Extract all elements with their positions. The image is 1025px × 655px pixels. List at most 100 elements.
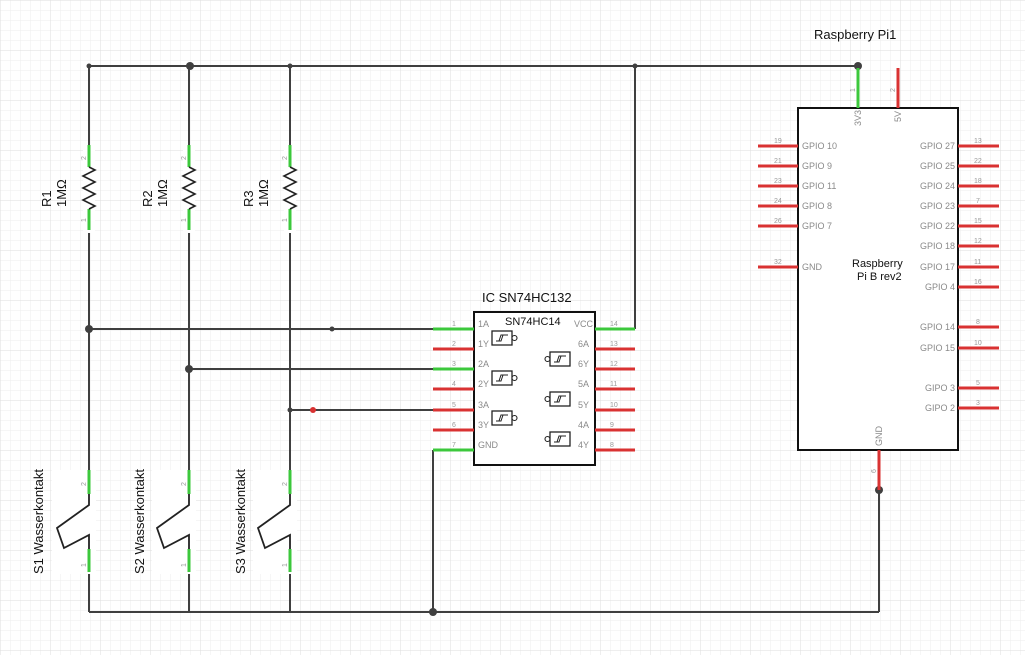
pin-number: 18 xyxy=(974,178,982,185)
pin-name: 1Y xyxy=(478,339,489,349)
pin-name: 2A xyxy=(478,359,489,369)
pin-name: 6Y xyxy=(578,359,589,369)
resistor-ref: R3 xyxy=(241,190,256,207)
resistor-zigzag xyxy=(282,166,298,210)
pin-number: 1 xyxy=(850,88,857,92)
pin-number: 2 xyxy=(282,156,289,160)
pin-number: 24 xyxy=(774,198,782,205)
resistor-r3[interactable]: 2 1 R3 1MΩ xyxy=(241,145,298,233)
pin-number: 3 xyxy=(976,400,980,407)
pin-number: 1 xyxy=(282,218,289,222)
pin-name: GND xyxy=(802,262,823,272)
ic-title: IC SN74HC132 xyxy=(482,290,572,305)
junction-dot xyxy=(186,62,194,70)
raspberry-body xyxy=(797,107,959,451)
pin-name: 4A xyxy=(578,420,589,430)
schmitt-trigger-gate-icon xyxy=(544,431,571,447)
resistor-ref: R1 xyxy=(39,190,54,207)
schmitt-trigger-gate-icon xyxy=(491,410,518,426)
pin-name: GND xyxy=(478,440,499,450)
pin-name: GPIO 27 xyxy=(920,141,955,151)
junction-dot xyxy=(185,365,193,373)
pin-number: 1 xyxy=(181,563,188,567)
pin-name: GPIO 14 xyxy=(920,322,955,332)
pin-name: 3V3 xyxy=(853,110,863,126)
pin-name: GPIO 23 xyxy=(920,201,955,211)
pin-name: GIPO 3 xyxy=(925,383,955,393)
pin-name: 3Y xyxy=(478,420,489,430)
resistor-zigzag xyxy=(81,166,97,210)
pin-name: GPIO 10 xyxy=(802,141,837,151)
pin-number: 11 xyxy=(974,259,981,266)
switch-label: S2 Wasserkontakt xyxy=(132,469,147,574)
switch-contact xyxy=(55,494,90,550)
resistor-value: 1MΩ xyxy=(155,179,170,207)
pin-name: GPIO 15 xyxy=(920,343,955,353)
pin-name: GPIO 7 xyxy=(802,221,832,231)
pin-number: 11 xyxy=(610,381,617,388)
junction-dot-red xyxy=(310,407,316,413)
pin-number: 2 xyxy=(890,88,897,92)
resistor-r2[interactable]: 2 1 R2 1MΩ xyxy=(140,145,197,233)
pin-name: GPIO 8 xyxy=(802,201,832,211)
resistor-r1[interactable]: 2 1 R1 1MΩ xyxy=(39,145,97,233)
pin-number: 7 xyxy=(976,198,980,205)
switch-contact xyxy=(155,494,190,550)
switch-label: S3 Wasserkontakt xyxy=(233,469,248,574)
resistor-ref: R2 xyxy=(140,190,155,207)
pin-name: 4Y xyxy=(578,440,589,450)
ic-sn74hc14[interactable]: IC SN74HC132 SN74HC14 1 2 3 4 5 6 7 1A 1… xyxy=(433,290,635,466)
pin-number: 19 xyxy=(774,138,782,145)
pin-number: 23 xyxy=(774,178,782,185)
junction-dot xyxy=(329,326,335,332)
pin-number: 8 xyxy=(610,442,614,449)
pin-number: 8 xyxy=(976,319,980,326)
pin-number: 2 xyxy=(181,156,188,160)
pin-name: 5Y xyxy=(578,400,589,410)
pin-number: 13 xyxy=(974,138,982,145)
pin-number: 13 xyxy=(610,341,618,348)
pin-name: VCC xyxy=(574,319,594,329)
pin-number: 2 xyxy=(181,482,188,486)
pin-number: 3 xyxy=(452,361,456,368)
pin-name: 2Y xyxy=(478,379,489,389)
pin-number: 1 xyxy=(81,563,88,567)
schmitt-trigger-gate-icon xyxy=(544,391,571,407)
switch-s3[interactable]: 2 1 S3 Wasserkontakt xyxy=(233,469,297,574)
pin-number: 9 xyxy=(610,422,614,429)
pin-name: 5V xyxy=(893,111,903,122)
pin-name: 6A xyxy=(578,339,589,349)
pin-number: 15 xyxy=(974,218,982,225)
switch-s2[interactable]: 2 1 S2 Wasserkontakt xyxy=(132,469,196,574)
pin-number: 10 xyxy=(974,340,982,347)
pin-name: GPIO 25 xyxy=(920,161,955,171)
raspberry-model-line1: Raspberry xyxy=(852,258,903,270)
pin-number: 5 xyxy=(976,380,980,387)
pin-number: 1 xyxy=(181,218,188,222)
junction-dot xyxy=(287,63,293,69)
raspberry-pi[interactable]: Raspberry Pi1 Raspberry Pi B rev2 1 2 3V… xyxy=(758,27,999,490)
switch-label: S1 Wasserkontakt xyxy=(31,469,46,574)
pin-number: 12 xyxy=(610,361,618,368)
pin-number: 6 xyxy=(452,422,456,429)
pin-name: GPIO 17 xyxy=(920,262,955,272)
schmitt-trigger-gate-icon xyxy=(544,351,571,367)
switch-s1[interactable]: 2 1 S1 Wasserkontakt xyxy=(31,469,96,574)
pin-number: 10 xyxy=(610,402,618,409)
pin-number: 4 xyxy=(452,381,456,388)
pin-name: GPIO 22 xyxy=(920,221,955,231)
pin-number: 2 xyxy=(81,156,88,160)
pin-number: 32 xyxy=(774,259,782,266)
pin-number: 6 xyxy=(871,469,878,473)
raspberry-title: Raspberry Pi1 xyxy=(814,27,896,42)
ic-part-label: SN74HC14 xyxy=(505,316,561,328)
pin-number: 14 xyxy=(610,321,618,328)
pin-number: 5 xyxy=(452,402,456,409)
pin-number: 26 xyxy=(774,218,782,225)
pin-number: 2 xyxy=(452,341,456,348)
pin-name: GPIO 11 xyxy=(802,181,836,191)
junction-dot xyxy=(287,407,293,413)
pin-name: 5A xyxy=(578,379,589,389)
pin-name: GPIO 9 xyxy=(802,161,832,171)
